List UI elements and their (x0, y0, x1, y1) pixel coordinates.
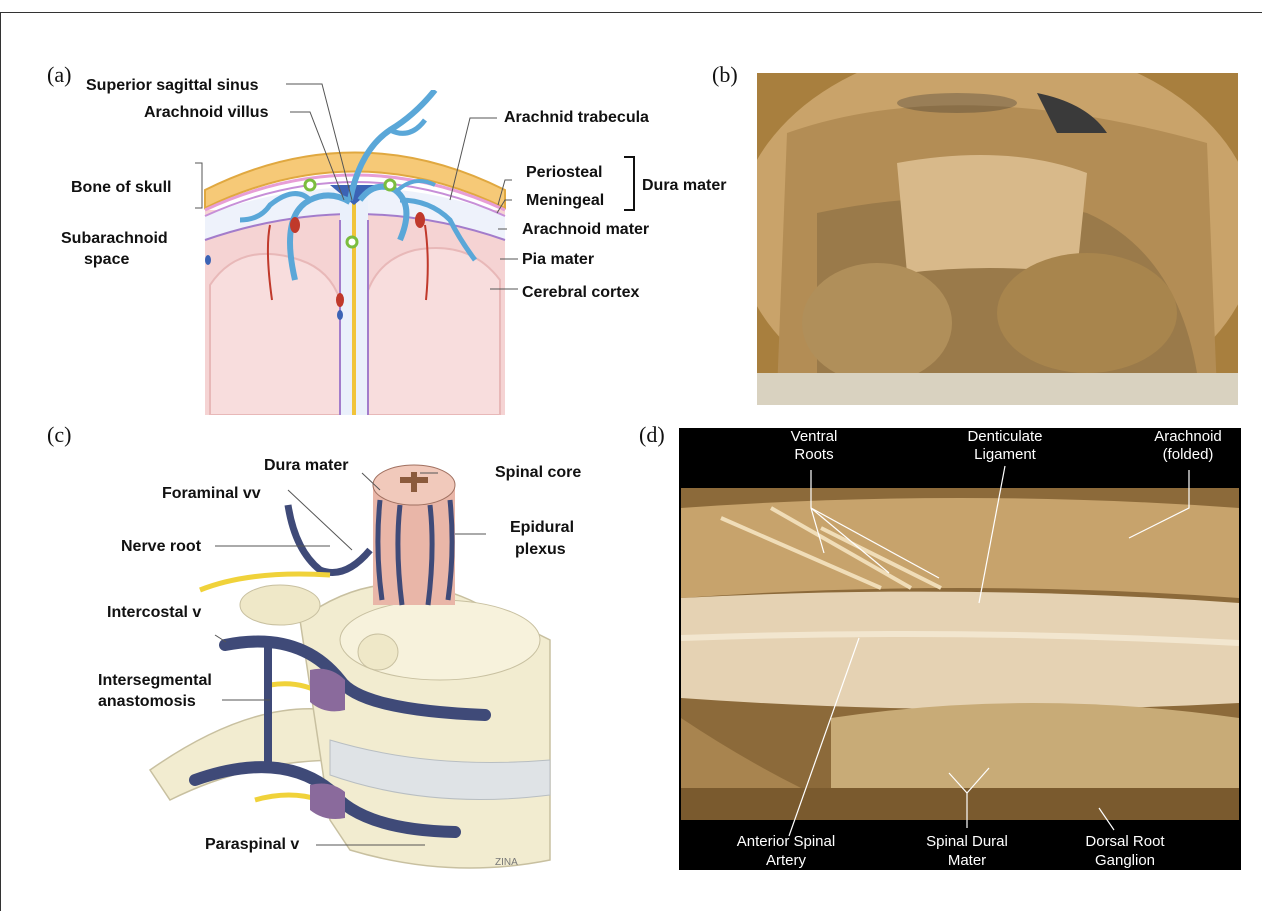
panel-a-leaders (0, 0, 760, 420)
label-ventral: Ventral (770, 428, 858, 446)
label-cerebral-cortex: Cerebral cortex (522, 283, 639, 302)
label-pia-mater: Pia mater (522, 250, 594, 269)
label-anastomosis: anastomosis (98, 692, 196, 711)
label-denticulate-ligament: Ligament (950, 446, 1060, 464)
label-dura-mater-a: Dura mater (642, 176, 726, 195)
label-subarachnoid: Subarachnoid (61, 229, 168, 248)
label-bone-of-skull: Bone of skull (71, 178, 171, 197)
label-spinal-core: Spinal core (495, 463, 581, 482)
panel-d-leaders (679, 428, 1241, 870)
label-arachnoid-mater: Arachnoid mater (522, 220, 649, 239)
label-arachnoid-villus: Arachnoid villus (144, 103, 268, 122)
label-anterior-spinal-artery: Artery (716, 852, 856, 870)
label-nerve-root: Nerve root (121, 537, 201, 556)
label-arachnoid-folded: (folded) (1140, 446, 1236, 464)
label-spinal-dural: Spinal Dural (905, 833, 1029, 851)
label-superior-sagittal-sinus: Superior sagittal sinus (86, 76, 258, 95)
label-meningeal: Meningeal (526, 191, 604, 210)
label-epidural: Epidural (510, 518, 574, 537)
label-dorsal-root-ganglion: Ganglion (1065, 852, 1185, 870)
label-intercostal-v: Intercostal v (107, 603, 201, 622)
label-paraspinal-v: Paraspinal v (205, 835, 299, 854)
label-arachnid-trabecula: Arachnid trabecula (504, 108, 649, 127)
label-denticulate: Denticulate (950, 428, 1060, 446)
label-periosteal: Periosteal (526, 163, 602, 182)
label-epidural-plexus: plexus (515, 540, 566, 559)
label-ventral-roots: Roots (770, 446, 858, 464)
panel-d-tag: (d) (639, 422, 665, 448)
panel-b-tag: (b) (712, 62, 738, 88)
label-dura-mater-c: Dura mater (264, 456, 348, 475)
label-anterior-spinal: Anterior Spinal (716, 833, 856, 851)
label-arachnoid: Arachnoid (1140, 428, 1236, 446)
skull-dissection-photo (757, 73, 1238, 405)
label-subarachnoid-space: space (84, 250, 129, 269)
label-foraminal-vv: Foraminal vv (162, 484, 261, 503)
label-dorsal-root: Dorsal Root (1065, 833, 1185, 851)
label-intersegmental: Intersegmental (98, 671, 212, 690)
label-spinal-dural-mater: Mater (905, 852, 1029, 870)
